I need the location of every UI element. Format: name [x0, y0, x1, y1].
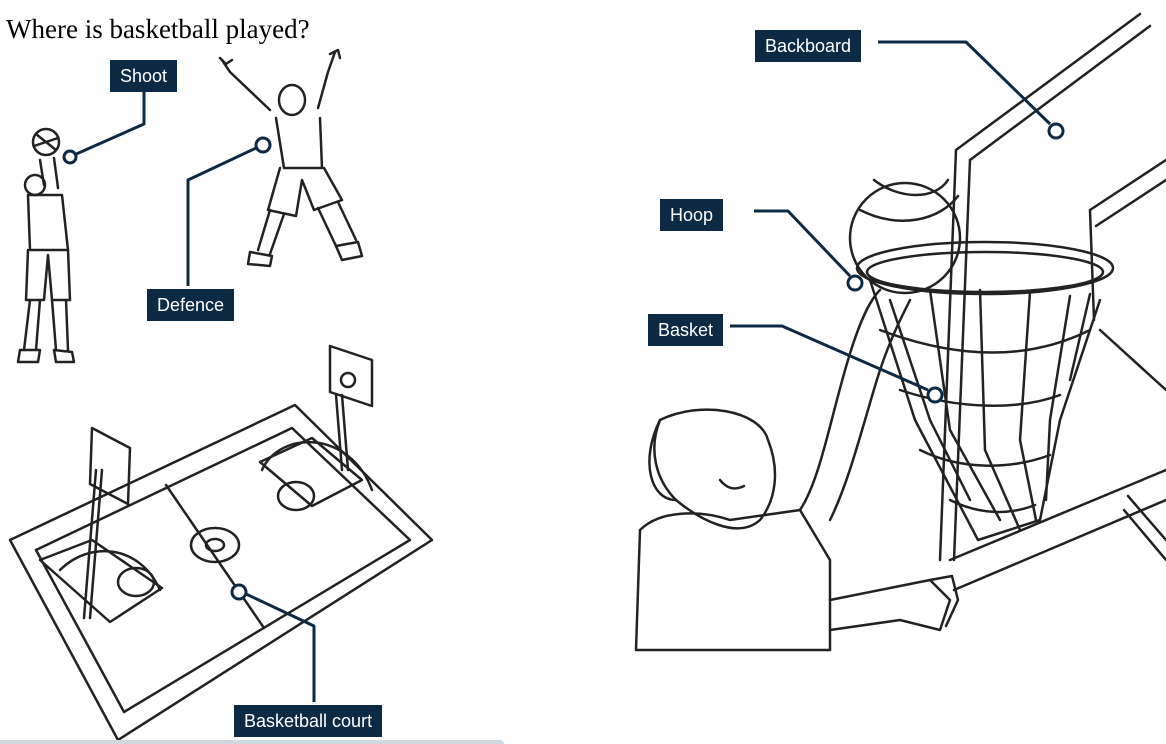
hoop-leader-line	[754, 211, 850, 276]
shooter-illustration	[18, 129, 74, 362]
court-illustration	[0, 346, 500, 744]
shoot-marker	[64, 151, 76, 163]
basketball-court-label: Basketball court	[234, 705, 382, 737]
shoot-leader-line	[74, 84, 144, 155]
backboard-label: Backboard	[755, 30, 861, 62]
court-marker	[232, 585, 246, 599]
defence-marker	[256, 138, 270, 152]
shoot-label: Shoot	[110, 60, 177, 92]
backboard-marker	[1049, 124, 1063, 138]
hoop-label: Hoop	[660, 199, 723, 231]
defender-illustration	[220, 50, 362, 266]
hoop-marker	[848, 276, 862, 290]
basket-marker	[928, 388, 942, 402]
backboard-leader-line	[878, 42, 1050, 124]
court-leader-line	[246, 594, 314, 702]
basket-label: Basket	[648, 314, 723, 346]
defence-leader-line	[188, 148, 256, 286]
defence-label: Defence	[147, 289, 234, 321]
